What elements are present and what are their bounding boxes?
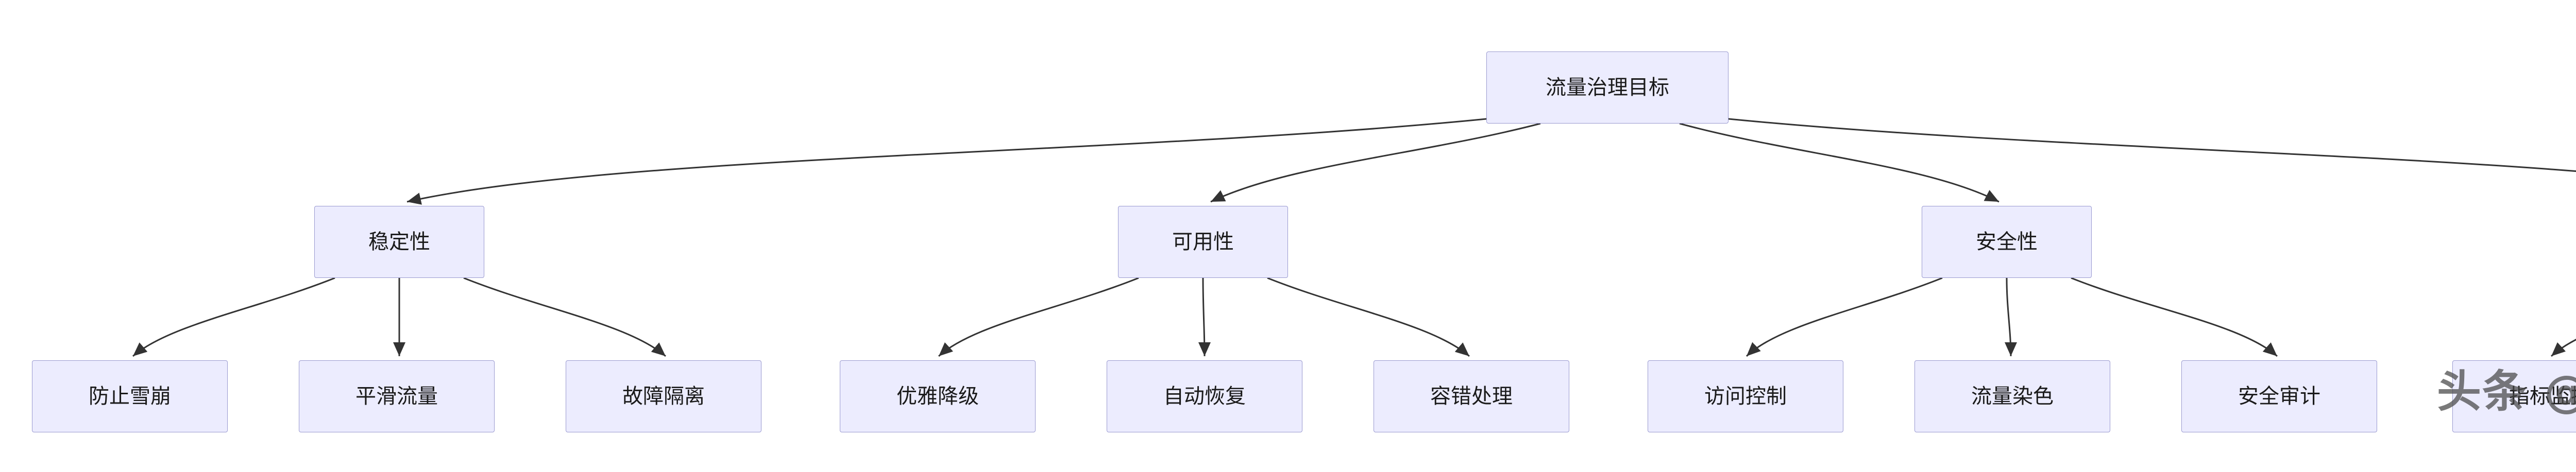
node-degrade[interactable]: 优雅降级 (840, 360, 1036, 432)
node-root[interactable]: 流量治理目标 (1486, 51, 1728, 124)
edge-root-stability (406, 117, 1492, 205)
node-access[interactable]: 访问控制 (1648, 360, 1843, 432)
node-isolation[interactable]: 故障隔离 (566, 360, 761, 432)
node-coloring-label: 流量染色 (1971, 385, 2054, 408)
edge-availability-fault (1267, 277, 1470, 357)
edge-root-availability (1210, 123, 1541, 203)
node-degrade-label: 优雅降级 (896, 385, 979, 408)
edge-root-observability (1723, 117, 2576, 172)
edge-root-security (1679, 123, 1999, 203)
node-root-label: 流量治理目标 (1546, 76, 1669, 99)
node-avalanche[interactable]: 防止雪崩 (32, 360, 228, 432)
edge-security-access (1745, 277, 1943, 357)
node-fault-label: 容错处理 (1430, 385, 1513, 408)
node-stability[interactable]: 稳定性 (314, 206, 484, 278)
node-availability-label: 可用性 (1172, 231, 1234, 253)
node-fault[interactable]: 容错处理 (1374, 360, 1569, 432)
node-metrics[interactable]: 指标监控 (2452, 360, 2576, 432)
edge-stability-isolation (463, 277, 666, 357)
edge-security-audit (2071, 277, 2278, 357)
node-coloring[interactable]: 流量染色 (1914, 360, 2110, 432)
node-metrics-label: 指标监控 (2509, 385, 2576, 408)
node-isolation-label: 故障隔离 (622, 385, 705, 408)
node-stability-label: 稳定性 (368, 231, 430, 253)
node-availability[interactable]: 可用性 (1118, 206, 1288, 278)
node-smooth-label: 平滑流量 (355, 385, 438, 408)
node-smooth[interactable]: 平滑流量 (299, 360, 495, 432)
node-security-label: 安全性 (1976, 231, 2038, 253)
edge-observability-metrics (2550, 339, 2576, 357)
node-avalanche-label: 防止雪崩 (89, 385, 171, 408)
edge-availability-recover (1198, 277, 1211, 357)
edge-stability-avalanche (132, 277, 335, 357)
node-security[interactable]: 安全性 (1922, 206, 2092, 278)
node-access-label: 访问控制 (1704, 385, 1787, 408)
edge-availability-degrade (938, 277, 1139, 357)
node-audit[interactable]: 安全审计 (2181, 360, 2377, 432)
edge-security-coloring (2004, 277, 2017, 357)
node-audit-label: 安全审计 (2238, 385, 2320, 408)
node-recover[interactable]: 自动恢复 (1107, 360, 1302, 432)
node-recover-label: 自动恢复 (1163, 385, 1246, 408)
watermark: 头条 @十二月的波爵 (2437, 366, 2576, 417)
